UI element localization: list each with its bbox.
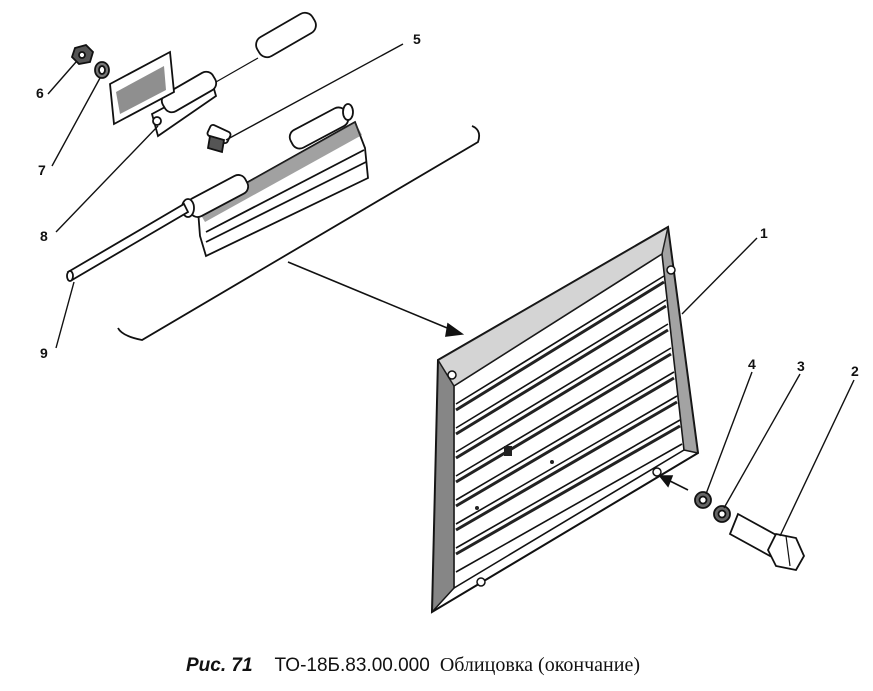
callout-1: 1 [760,225,768,241]
nut [70,43,95,65]
callout-9: 9 [40,345,48,361]
figure-number: Рис. 71 [186,655,253,676]
figure-caption: Рис. 71 ТО-18Б.83.00.000 Облицовка (оконча… [186,654,640,682]
callout-7: 7 [38,162,46,178]
facing-panel [430,225,700,614]
assembly-arrow [287,261,465,337]
leader-lines [47,43,855,537]
panel-bolt [728,512,806,572]
callout-5: 5 [413,31,421,47]
callout-3: 3 [797,358,805,374]
callout-2: 2 [851,363,859,379]
flat-washer [694,491,712,509]
callout-4: 4 [748,356,756,372]
panel-louvres [455,275,683,573]
hinge-pin [66,202,190,282]
reflector-plate [109,50,175,126]
washer [94,61,110,79]
hinge-bracket [181,103,369,258]
hinge-leaf [150,11,317,138]
bracket-knuckles [181,103,354,218]
drawing-code: ТО-18Б.83.00.000 [274,655,430,676]
bolt-direction-arrow [658,475,689,491]
spring-washer [713,505,731,523]
bracket-bolt [206,124,232,154]
figure-title: Облицовка (окончание) [439,654,640,676]
callout-8: 8 [40,228,48,244]
callout-6: 6 [36,85,44,101]
group-bracket-line [117,125,481,341]
